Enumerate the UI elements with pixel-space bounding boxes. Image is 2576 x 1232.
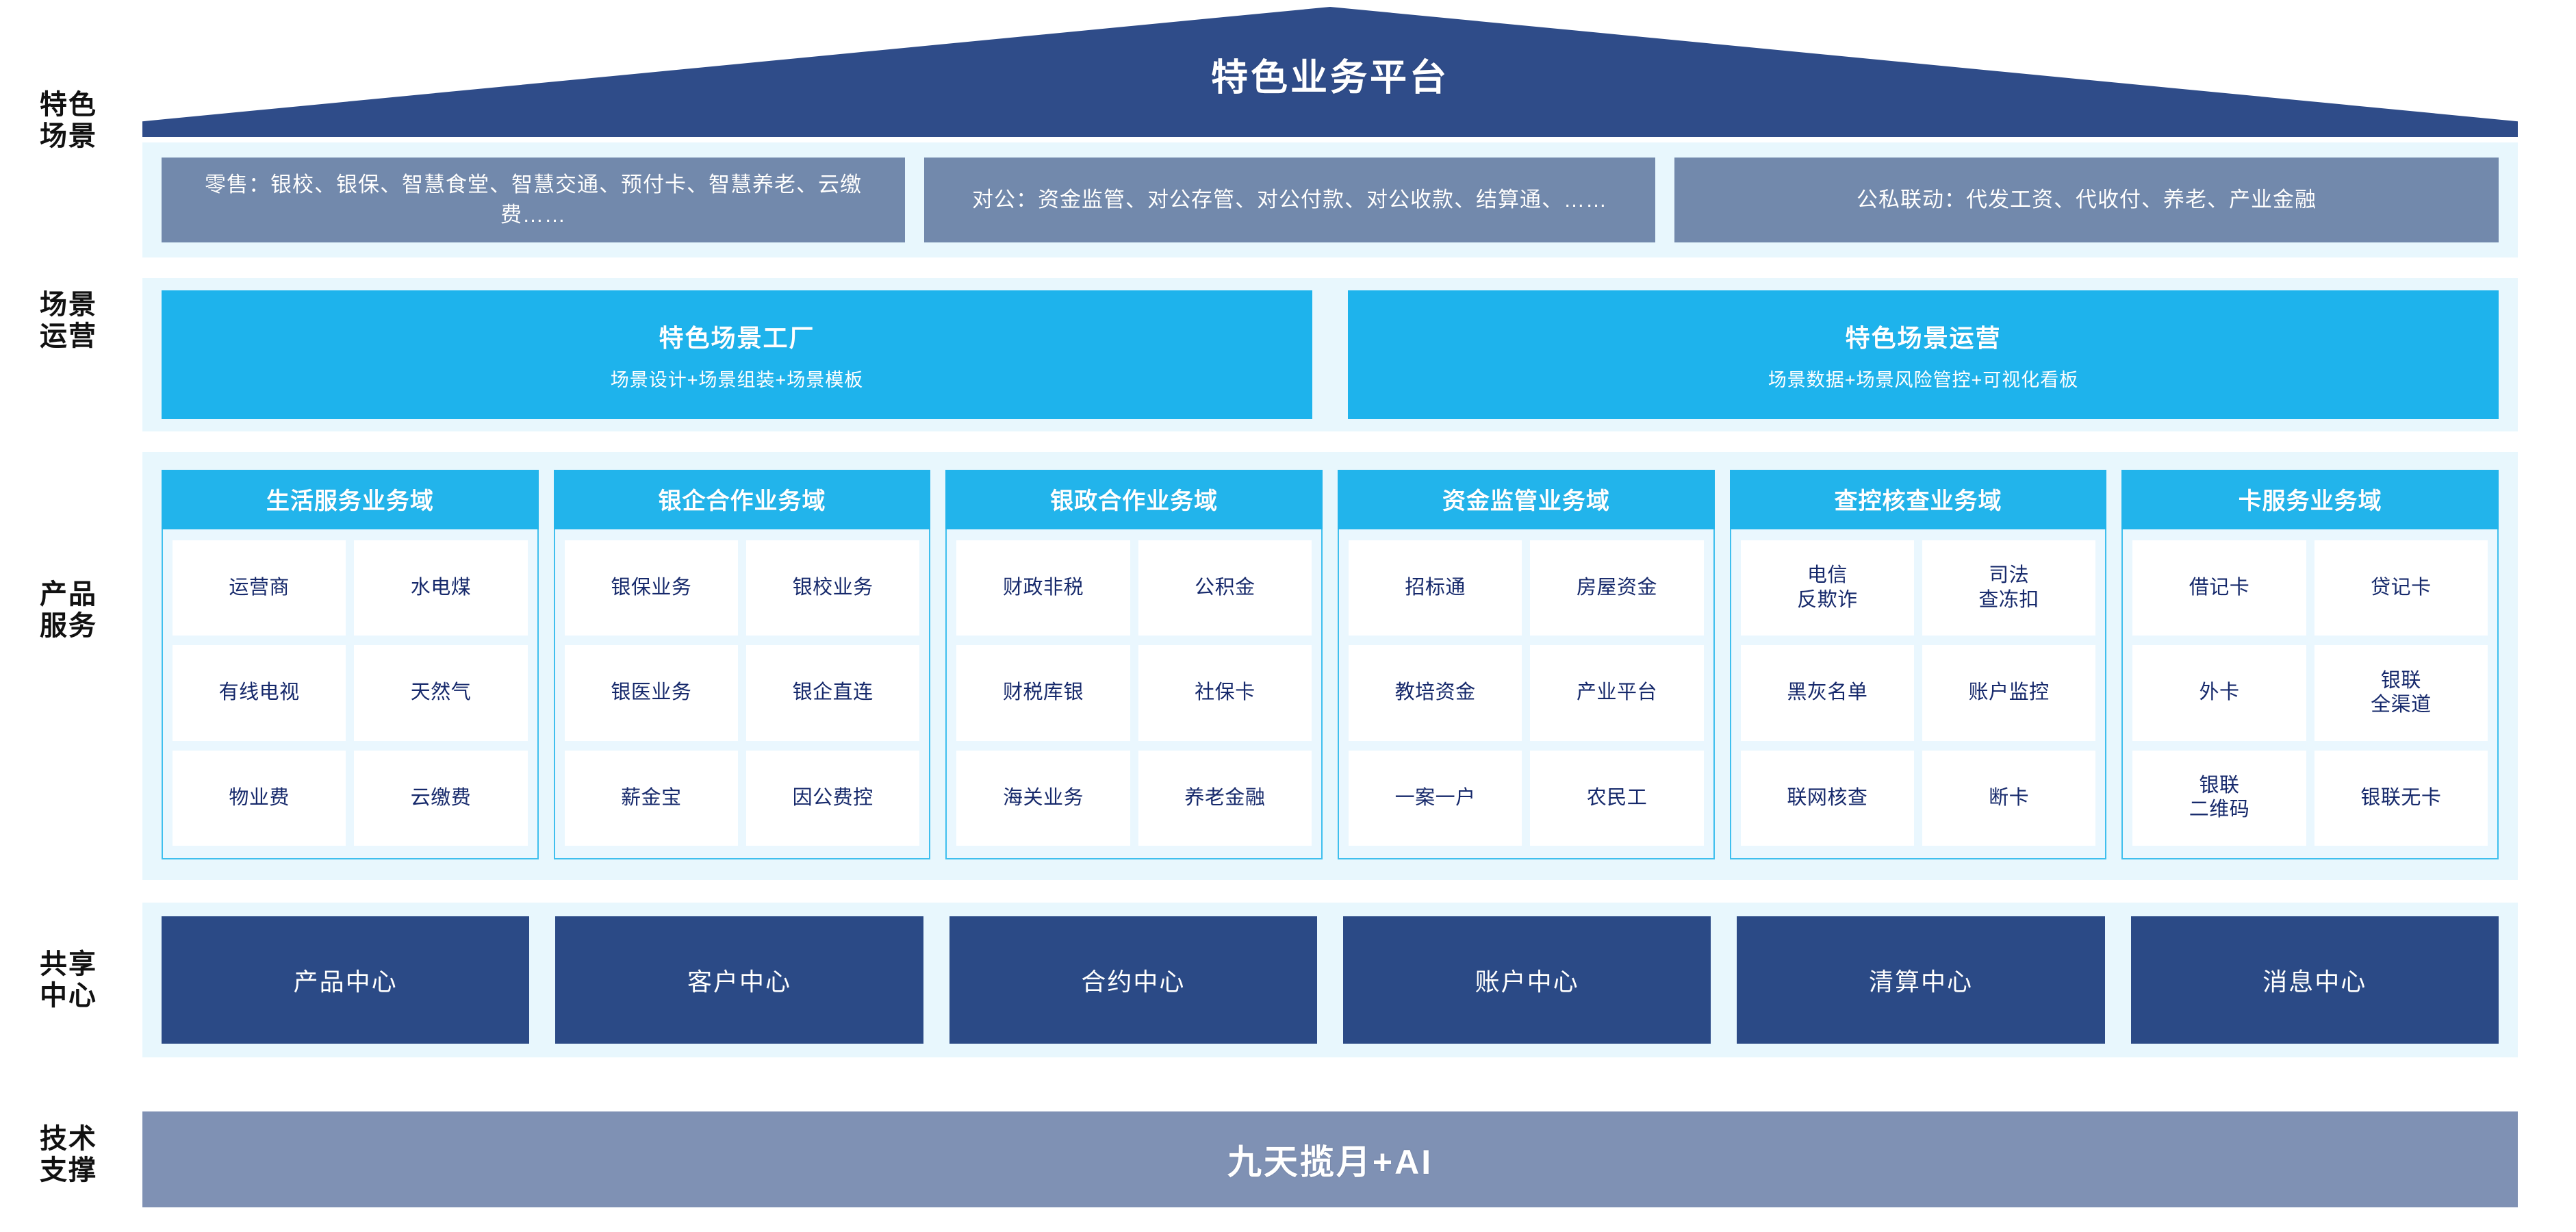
product-column-bank-government: 银政合作业务域 财政非税 公积金 财税库银 社保卡 海关业务 养老金融 <box>945 470 1323 859</box>
product-cell[interactable]: 有线电视 <box>173 645 346 741</box>
product-cell[interactable]: 海关业务 <box>956 750 1130 846</box>
product-cell[interactable]: 财政非税 <box>956 540 1130 636</box>
product-cell[interactable]: 招标通 <box>1349 540 1522 636</box>
product-column-fund-supervision: 资金监管业务域 招标通 房屋资金 教培资金 产业平台 一案一户 农民工 <box>1338 470 1715 859</box>
operation-title: 特色场景工厂 <box>659 323 815 352</box>
product-cell[interactable]: 电信 反欺诈 <box>1740 540 1915 636</box>
product-cell[interactable]: 公积金 <box>1138 540 1312 636</box>
shared-center-contract[interactable]: 合约中心 <box>949 916 1317 1044</box>
product-cell[interactable]: 社保卡 <box>1138 645 1312 741</box>
row-label-tech: 技术 支撑 <box>40 1124 97 1185</box>
page-title: 特色业务平台 <box>1211 57 1449 99</box>
product-cell[interactable]: 水电煤 <box>354 540 528 636</box>
product-cell[interactable]: 产业平台 <box>1530 645 1704 741</box>
product-cell[interactable]: 银联 全渠道 <box>2314 645 2488 741</box>
product-cell[interactable]: 联网核查 <box>1740 750 1915 846</box>
scenario-band: 零售：银校、银保、智慧食堂、智慧交通、预付卡、智慧养老、云缴费…… 对公：资金监… <box>142 142 2518 257</box>
product-cell[interactable]: 借记卡 <box>2132 540 2306 636</box>
product-cell[interactable]: 黑灰名单 <box>1740 645 1915 741</box>
product-cell[interactable]: 房屋资金 <box>1530 540 1704 636</box>
product-cell[interactable]: 银企直连 <box>746 645 920 741</box>
product-cell[interactable]: 物业费 <box>173 750 346 846</box>
product-cell-grid: 借记卡 贷记卡 外卡 银联 全渠道 银联 二维码 银联无卡 <box>2121 529 2499 859</box>
row-label-operation: 场景 运营 <box>40 290 97 351</box>
shared-center-band: 产品中心 客户中心 合约中心 账户中心 清算中心 消息中心 <box>142 903 2518 1057</box>
product-cell[interactable]: 教培资金 <box>1349 645 1522 741</box>
operation-subtitle: 场景设计+场景组装+场景模板 <box>610 369 864 390</box>
row-label-scenario: 特色 场景 <box>40 90 97 151</box>
product-cell[interactable]: 银联 二维码 <box>2132 750 2306 846</box>
shared-center-message[interactable]: 消息中心 <box>2130 916 2499 1044</box>
operation-band: 特色场景工厂 场景设计+场景组装+场景模板 特色场景运营 场景数据+场景风险管控… <box>142 278 2518 431</box>
product-column-title: 银企合作业务域 <box>553 470 931 529</box>
product-column-investigation-control: 查控核查业务域 电信 反欺诈 司法 查冻扣 黑灰名单 账户监控 联网核查 断卡 <box>1729 470 2107 859</box>
product-cell[interactable]: 运营商 <box>173 540 346 636</box>
operation-title: 特色场景运营 <box>1845 323 2002 352</box>
operation-box-scene-operation[interactable]: 特色场景运营 场景数据+场景风险管控+可视化看板 <box>1348 290 2499 419</box>
scenario-box-corporate[interactable]: 对公：资金监管、对公存管、对公付款、对公收款、结算通、…… <box>924 158 1655 242</box>
product-column-title: 生活服务业务域 <box>162 470 539 529</box>
scenario-box-retail[interactable]: 零售：银校、银保、智慧食堂、智慧交通、预付卡、智慧养老、云缴费…… <box>162 158 905 242</box>
product-column-card-service: 卡服务业务域 借记卡 贷记卡 外卡 银联 全渠道 银联 二维码 银联无卡 <box>2121 470 2499 859</box>
product-cell[interactable]: 银医业务 <box>564 645 738 741</box>
product-cell[interactable]: 财税库银 <box>956 645 1130 741</box>
product-column-title: 查控核查业务域 <box>1729 470 2107 529</box>
product-cell[interactable]: 薪金宝 <box>564 750 738 846</box>
shared-center-product[interactable]: 产品中心 <box>162 916 530 1044</box>
product-cell-grid: 电信 反欺诈 司法 查冻扣 黑灰名单 账户监控 联网核查 断卡 <box>1729 529 2107 859</box>
platform-roof-banner: 特色业务平台 <box>142 7 2518 137</box>
product-band: 生活服务业务域 运营商 水电煤 有线电视 天然气 物业费 云缴费 银企合作业务域… <box>142 452 2518 880</box>
product-cell[interactable]: 账户监控 <box>1922 645 2096 741</box>
product-cell-grid: 银保业务 银校业务 银医业务 银企直连 薪金宝 因公费控 <box>553 529 931 859</box>
product-cell[interactable]: 银校业务 <box>746 540 920 636</box>
row-label-product: 产品 服务 <box>40 579 97 641</box>
product-cell[interactable]: 云缴费 <box>354 750 528 846</box>
shared-center-account[interactable]: 账户中心 <box>1342 916 1711 1044</box>
product-cell[interactable]: 贷记卡 <box>2314 540 2488 636</box>
product-cell[interactable]: 银保业务 <box>564 540 738 636</box>
scenario-box-public-private[interactable]: 公私联动：代发工资、代收付、养老、产业金融 <box>1674 158 2499 242</box>
product-cell[interactable]: 养老金融 <box>1138 750 1312 846</box>
row-label-shared: 共享 中心 <box>40 949 97 1011</box>
product-cell[interactable]: 外卡 <box>2132 645 2306 741</box>
product-cell-grid: 招标通 房屋资金 教培资金 产业平台 一案一户 农民工 <box>1338 529 1715 859</box>
shared-center-clearing[interactable]: 清算中心 <box>1737 916 2105 1044</box>
tech-support-bar[interactable]: 九天揽月+AI <box>142 1111 2518 1207</box>
product-cell-grid: 运营商 水电煤 有线电视 天然气 物业费 云缴费 <box>162 529 539 859</box>
product-column-bank-enterprise: 银企合作业务域 银保业务 银校业务 银医业务 银企直连 薪金宝 因公费控 <box>553 470 931 859</box>
operation-subtitle: 场景数据+场景风险管控+可视化看板 <box>1768 369 2079 390</box>
product-column-title: 银政合作业务域 <box>945 470 1323 529</box>
product-cell[interactable]: 司法 查冻扣 <box>1922 540 2096 636</box>
product-cell[interactable]: 一案一户 <box>1349 750 1522 846</box>
product-column-title: 卡服务业务域 <box>2121 470 2499 529</box>
product-column-life-service: 生活服务业务域 运营商 水电煤 有线电视 天然气 物业费 云缴费 <box>162 470 539 859</box>
product-cell[interactable]: 农民工 <box>1530 750 1704 846</box>
product-cell[interactable]: 银联无卡 <box>2314 750 2488 846</box>
product-column-title: 资金监管业务域 <box>1338 470 1715 529</box>
product-cell-grid: 财政非税 公积金 财税库银 社保卡 海关业务 养老金融 <box>945 529 1323 859</box>
shared-center-customer[interactable]: 客户中心 <box>555 916 923 1044</box>
product-cell[interactable]: 因公费控 <box>746 750 920 846</box>
product-cell[interactable]: 断卡 <box>1922 750 2096 846</box>
operation-box-scene-factory[interactable]: 特色场景工厂 场景设计+场景组装+场景模板 <box>162 290 1312 419</box>
product-cell[interactable]: 天然气 <box>354 645 528 741</box>
